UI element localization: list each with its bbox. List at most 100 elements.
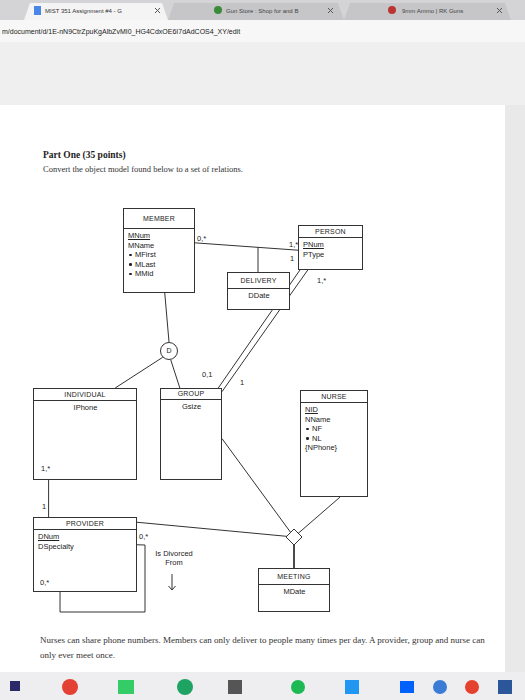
bullet-dot bbox=[129, 273, 132, 276]
attribute-row: DSpecialty bbox=[38, 542, 133, 552]
attribute: NF bbox=[312, 424, 322, 433]
attribute-row: NName bbox=[305, 415, 364, 425]
attribute-row: DNum bbox=[38, 532, 133, 542]
multiplicity: 0,1 bbox=[202, 370, 212, 379]
attribute: MFirst bbox=[135, 250, 156, 259]
attribute-row: DDate bbox=[232, 291, 286, 301]
multiplicity: 1,* bbox=[289, 240, 298, 249]
attribute-list: DDate bbox=[228, 289, 289, 301]
browser-tab bbox=[344, 3, 511, 20]
multiplicity: 1 bbox=[290, 254, 294, 263]
attribute-row: MDate bbox=[263, 587, 326, 597]
docs-toolbar bbox=[0, 42, 525, 105]
key-attribute: PNum bbox=[303, 240, 324, 249]
tab-title: MIST 351 Assignment #4 - G bbox=[45, 7, 122, 16]
attribute-row: MName bbox=[128, 241, 191, 251]
docs-icon bbox=[34, 6, 41, 15]
attribute: IPhone bbox=[74, 403, 98, 412]
attribute: NL bbox=[312, 434, 322, 443]
attribute-row: MNum bbox=[128, 231, 191, 241]
association-name: Is Divorced From bbox=[149, 549, 199, 567]
class-name: INDIVIDUAL bbox=[34, 389, 136, 401]
site-icon bbox=[214, 6, 222, 14]
taskbar-icon bbox=[498, 680, 512, 694]
association-class-box: DELIVERY DDate bbox=[227, 272, 290, 310]
taskbar-icon bbox=[228, 680, 242, 694]
bullet-dot bbox=[306, 437, 309, 440]
class-name: NURSE bbox=[301, 391, 367, 403]
bullet-dot bbox=[129, 263, 132, 266]
class-box: NURSENIDNNameNFNL{NPhone} bbox=[300, 390, 368, 497]
bullet-dot bbox=[306, 428, 309, 431]
caption-note: Nurses can share phone numbers. Members … bbox=[40, 633, 485, 663]
attribute: {NPhone} bbox=[305, 443, 337, 452]
tab-strip bbox=[0, 0, 525, 20]
association-line bbox=[115, 357, 163, 388]
class-box: GROUPGsize bbox=[160, 388, 222, 480]
instruction-text: Convert the object model found below to … bbox=[43, 165, 243, 174]
association-line bbox=[165, 293, 169, 342]
attribute: MName bbox=[128, 241, 154, 250]
attribute-row: MLast bbox=[128, 260, 191, 270]
taskbar-icon bbox=[400, 681, 414, 693]
close-icon bbox=[328, 8, 333, 13]
multiplicity: 0,* bbox=[40, 578, 49, 587]
key-attribute: DNum bbox=[38, 532, 59, 541]
association-line bbox=[294, 497, 340, 568]
attribute: NName bbox=[305, 415, 330, 424]
close-icon bbox=[155, 8, 160, 13]
class-name: PROVIDER bbox=[34, 518, 136, 530]
attribute: MMid bbox=[135, 269, 153, 278]
class-name: DELIVERY bbox=[228, 273, 289, 289]
key-attribute: MNum bbox=[128, 231, 150, 240]
taskbar-icon bbox=[291, 680, 305, 694]
site-icon bbox=[388, 6, 396, 14]
class-box: PERSONPNumPType bbox=[298, 225, 363, 270]
active-tab bbox=[24, 3, 168, 20]
multiplicity: 1 bbox=[42, 502, 46, 511]
document-page bbox=[0, 105, 505, 672]
attribute-row: MMid bbox=[128, 269, 191, 279]
attribute: MDate bbox=[283, 587, 305, 596]
multiplicity: 0,* bbox=[197, 234, 206, 243]
taskbar-icon bbox=[465, 680, 479, 694]
multiplicity: 1 bbox=[240, 378, 244, 387]
association-line bbox=[222, 439, 294, 568]
attribute-row: Gsize bbox=[165, 402, 218, 412]
attribute-row: {NPhone} bbox=[305, 443, 364, 453]
taskbar-icon bbox=[433, 680, 447, 694]
address-bar bbox=[0, 20, 525, 42]
bullet-dot bbox=[129, 254, 132, 257]
url-text: m/document/d/1E-nN9CtrZpuKgAlbZvMI0_HG4C… bbox=[2, 27, 240, 36]
attribute-list: DNumDSpecialty bbox=[34, 530, 136, 551]
tab-title: 9mm Ammo | RK Guns bbox=[402, 7, 463, 16]
attribute-row: NL bbox=[305, 434, 364, 444]
attribute-list: NIDNNameNFNL{NPhone} bbox=[301, 403, 367, 453]
class-name: MEETING bbox=[259, 569, 329, 585]
association-diamond bbox=[286, 529, 302, 545]
taskbar-icon bbox=[62, 679, 78, 695]
tab-title: Gun Store : Shop for and B bbox=[226, 7, 298, 16]
browser-tab bbox=[168, 3, 344, 20]
association-class-link bbox=[258, 247, 259, 272]
attribute-list: Gsize bbox=[161, 400, 221, 412]
multiplicity: 0,* bbox=[139, 532, 148, 541]
attribute-list: MDate bbox=[259, 585, 329, 597]
class-name: MEMBER bbox=[124, 209, 194, 229]
association-line bbox=[222, 270, 308, 392]
circle-letter: D bbox=[166, 346, 171, 356]
attribute-row: NID bbox=[305, 405, 364, 415]
key-attribute: NID bbox=[305, 405, 318, 414]
taskbar-icon bbox=[345, 680, 359, 694]
close-icon bbox=[497, 8, 502, 13]
attribute: PType bbox=[303, 250, 324, 259]
association-class-box: MEETING MDate bbox=[258, 568, 330, 612]
attribute: MLast bbox=[135, 260, 155, 269]
taskbar-icon bbox=[10, 681, 20, 691]
taskbar-icon bbox=[118, 680, 134, 694]
attribute-row: PType bbox=[303, 250, 359, 260]
attribute-row: IPhone bbox=[38, 403, 133, 413]
multiplicity: 1,* bbox=[41, 464, 50, 473]
taskbar bbox=[0, 672, 525, 700]
class-box: MEMBER MNumMNameMFirstMLastMMid bbox=[123, 208, 195, 293]
